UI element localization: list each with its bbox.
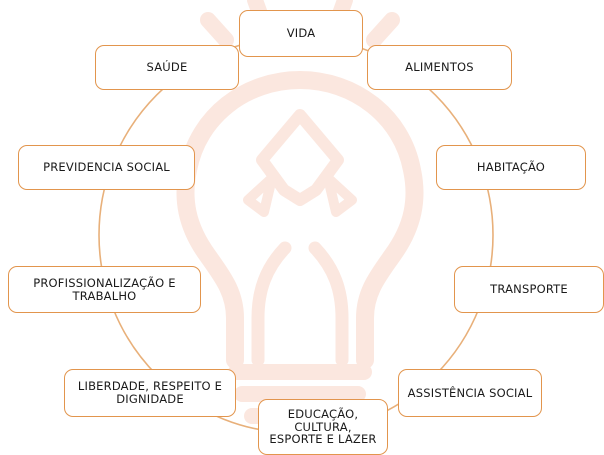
node-educacao-cultura-esporte-lazer: EDUCAÇÃO, CULTURA, ESPORTE E LAZER: [258, 399, 388, 455]
node-profissionalizacao-trabalho: PROFISSIONALIZAÇÃO E TRABALHO: [8, 266, 201, 313]
node-vida: VIDA: [239, 10, 363, 57]
node-transporte: TRANSPORTE: [454, 266, 604, 313]
node-assistencia-social: ASSISTÊNCIA SOCIAL: [398, 369, 542, 417]
node-habitacao: HABITAÇÃO: [436, 145, 586, 190]
node-previdencia-social: PREVIDENCIA SOCIAL: [18, 145, 195, 190]
node-saude: SAÚDE: [95, 45, 239, 90]
node-liberdade-respeito-dignidade: LIBERDADE, RESPEITO E DIGNIDADE: [64, 369, 236, 417]
node-alimentos: ALIMENTOS: [367, 45, 512, 90]
